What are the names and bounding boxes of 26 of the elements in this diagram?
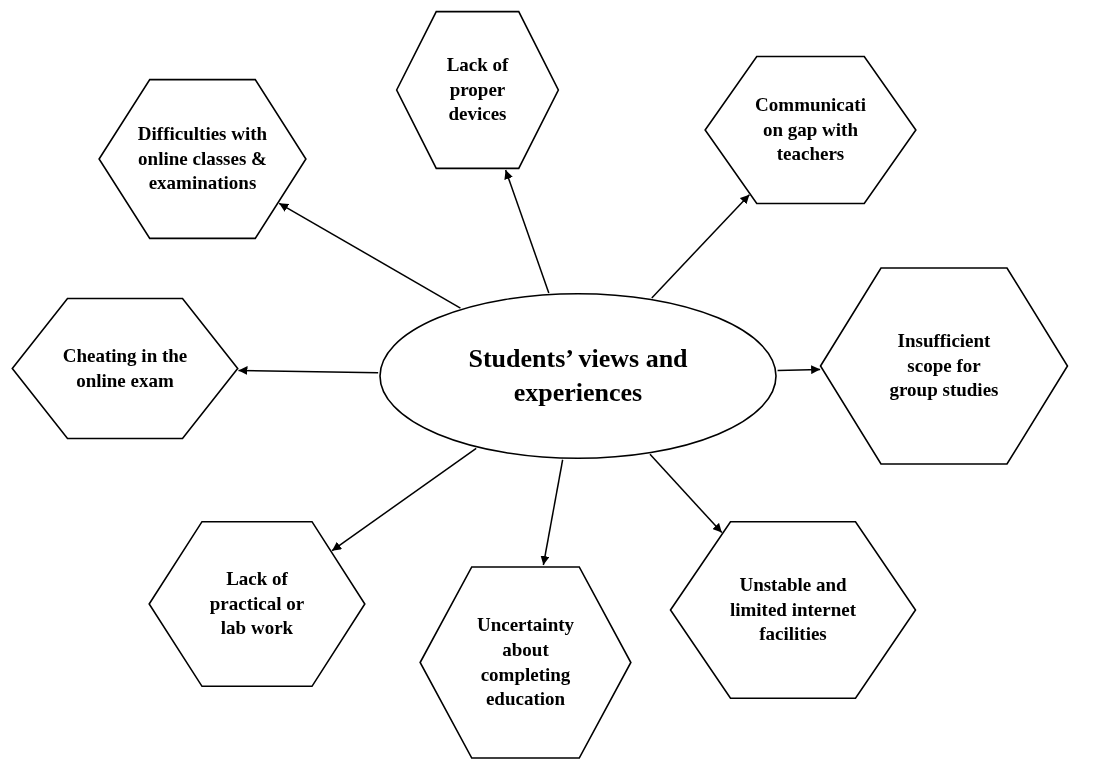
- node-text: Unstable and limited internet facilities: [728, 572, 858, 647]
- arrow: [651, 193, 751, 299]
- hexagon-node: [10, 297, 240, 440]
- node-text: Lack of practical or lab work: [208, 566, 306, 641]
- hexagon-node: [703, 55, 918, 205]
- node-text: Communicati on gap with teachers: [754, 92, 867, 167]
- hexagon-node: [818, 266, 1070, 466]
- node-text: Lack of proper devices: [445, 52, 510, 127]
- hexagon-node: [668, 520, 918, 700]
- node-text: Insufficient scope for group studies: [888, 328, 1000, 403]
- hexagon-node: [147, 520, 367, 688]
- arrow: [504, 169, 550, 294]
- arrow: [649, 453, 723, 534]
- arrow: [776, 365, 821, 375]
- arrow: [540, 459, 564, 566]
- node-text: Uncertainty about completing education: [475, 613, 576, 712]
- hexagon-node: [395, 10, 560, 170]
- node-text: Difficulties with online classes & examinations: [136, 121, 269, 196]
- hexagon-node: [97, 78, 308, 240]
- arrow: [237, 366, 379, 376]
- node-text: Students’ views and experiences: [467, 343, 689, 409]
- central-ellipse: [378, 292, 778, 460]
- arrow: [331, 447, 477, 552]
- hexagon-node: [418, 565, 633, 760]
- node-text: Cheating in the online exam: [61, 343, 189, 393]
- arrow: [278, 202, 462, 309]
